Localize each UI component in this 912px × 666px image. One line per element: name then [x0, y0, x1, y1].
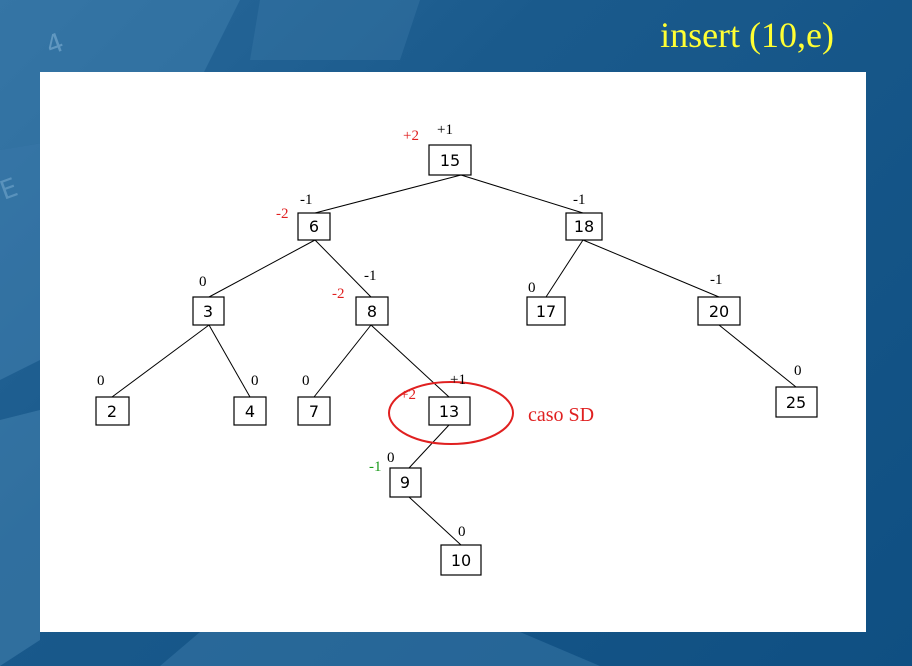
node-balance-prev: +2	[403, 128, 419, 144]
node-balance-prev: +2	[400, 387, 416, 403]
edge-3-2	[111, 324, 210, 398]
node-balance: 0	[302, 373, 310, 389]
node-balance: 0	[794, 363, 802, 379]
tree-node-2: 2 0	[95, 373, 130, 426]
node-balance: -1	[300, 192, 313, 208]
tree-node-15: 15 +2 +1	[403, 122, 472, 176]
edge-8-7	[313, 324, 372, 398]
node-key: 17	[536, 302, 556, 321]
node-key: 20	[709, 302, 729, 321]
edge-3-4	[208, 324, 251, 398]
case-label: caso SD	[528, 404, 594, 426]
case-highlight-ellipse	[388, 381, 514, 445]
node-key: 8	[367, 302, 377, 321]
node-balance: 0	[199, 274, 207, 290]
edge-18-20	[582, 239, 720, 298]
node-balance: -1	[710, 272, 723, 288]
node-balance: 0	[251, 373, 259, 389]
tree-node-13: 13 +2 +1	[400, 372, 471, 426]
edge-20-25	[718, 324, 797, 388]
node-key: 3	[203, 302, 213, 321]
node-balance: +1	[437, 122, 453, 138]
tree-node-3: 3 0	[192, 274, 225, 326]
node-balance: -1	[573, 192, 586, 208]
tree-node-4: 4 0	[233, 373, 267, 426]
edge-9-10	[408, 496, 462, 546]
node-key: 10	[451, 551, 471, 570]
node-balance: 0	[528, 280, 536, 296]
tree-diagram-panel: caso SD 15 +2 +1 6 -2 -1 18 -1 3 0	[40, 72, 866, 632]
edge-18-17	[545, 239, 584, 298]
avl-tree-diagram: caso SD 15 +2 +1 6 -2 -1 18 -1 3 0	[95, 122, 818, 576]
tree-node-9: 9 -1 0	[369, 450, 422, 498]
node-balance: 0	[97, 373, 105, 389]
node-key: 6	[309, 217, 319, 236]
tree-node-17: 17 0	[526, 280, 566, 326]
node-key: 15	[440, 151, 460, 170]
edge-8-13	[370, 324, 450, 398]
node-balance-prev: -2	[276, 206, 289, 222]
node-key: 18	[574, 217, 594, 236]
tree-node-6: 6 -2 -1	[276, 192, 331, 241]
node-key: 25	[786, 393, 806, 412]
tree-node-20: 20 -1	[697, 272, 741, 326]
edge-15-6	[314, 174, 462, 214]
node-balance: 0	[387, 450, 395, 466]
node-key: 7	[309, 402, 319, 421]
node-balance: 0	[458, 524, 466, 540]
edge-6-8	[314, 239, 372, 298]
tree-node-8: 8 -2 -1	[332, 268, 389, 326]
tree-node-18: 18 -1	[565, 192, 603, 241]
slide-title: insert (10,e)	[660, 15, 834, 55]
tree-node-7: 7 0	[297, 373, 331, 426]
node-balance-prev: -1	[369, 459, 382, 475]
tree-node-10: 10 0	[440, 524, 482, 576]
edge-15-18	[460, 174, 584, 214]
edge-6-3	[208, 239, 316, 298]
edge-13-9	[408, 424, 450, 469]
node-balance: +1	[450, 372, 466, 388]
tree-node-25: 25 0	[775, 363, 818, 418]
node-key: 2	[107, 402, 117, 421]
node-key: 13	[439, 402, 459, 421]
node-balance: -1	[364, 268, 377, 284]
node-key: 9	[400, 473, 410, 492]
node-balance-prev: -2	[332, 286, 345, 302]
node-key: 4	[245, 402, 255, 421]
